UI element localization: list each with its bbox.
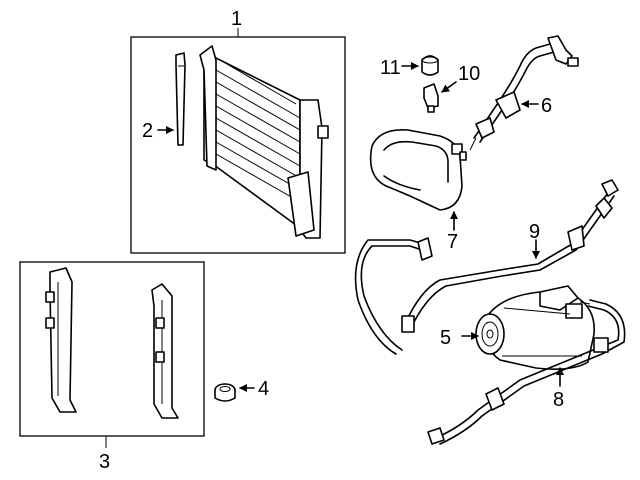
- left-side-seal: [45, 267, 77, 413]
- condenser: [199, 45, 329, 239]
- receiver-hose-assembly: [369, 129, 467, 211]
- callout-2: 2: [142, 120, 153, 142]
- callout-3: 3: [99, 451, 110, 473]
- grommet: [214, 383, 236, 402]
- seal-group-box: [19, 261, 205, 437]
- cap: [421, 55, 439, 76]
- callout-11: 11: [380, 57, 401, 79]
- callout-5: 5: [440, 327, 451, 349]
- compressor: [475, 285, 595, 370]
- callout-8: 8: [553, 389, 564, 411]
- callout-9: 9: [529, 221, 540, 243]
- callout-4: 4: [258, 378, 269, 400]
- callout-1: 1: [231, 8, 242, 30]
- right-side-seal: [151, 283, 179, 419]
- upper-hose: [469, 35, 579, 151]
- callout-7: 7: [447, 231, 458, 253]
- callout-6: 6: [541, 95, 552, 117]
- valve: [423, 83, 439, 113]
- discharge-hose: [427, 299, 626, 445]
- callout-10: 10: [458, 63, 480, 85]
- seal-strip: [175, 52, 186, 146]
- refrigerant-line: [354, 179, 619, 355]
